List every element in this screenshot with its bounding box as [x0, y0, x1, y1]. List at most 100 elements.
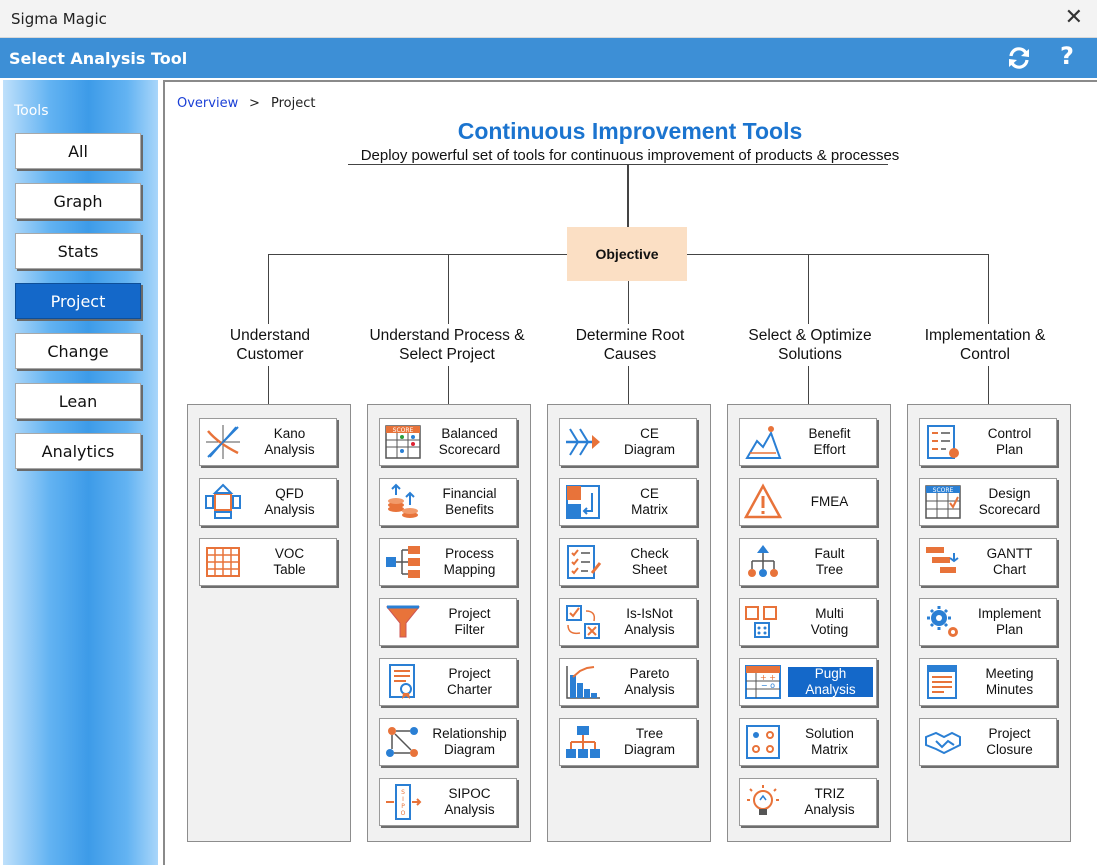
tool-label: Is-IsNot Analysis [624, 606, 675, 637]
tool-button-qfd-analysis[interactable]: QFD Analysis [199, 478, 337, 526]
sidebar-item-lean[interactable]: Lean [15, 383, 141, 419]
isisnot-icon [566, 605, 600, 639]
design-icon: SCORE [925, 485, 961, 519]
svg-text:O: O [401, 810, 406, 817]
tool-label: Multi Voting [810, 606, 849, 637]
fault-icon [748, 545, 778, 577]
pugh-icon: + +− o [745, 665, 781, 699]
tool-button-meeting-minutes[interactable]: Meeting Minutes [919, 658, 1057, 706]
page-subtitle: Deploy powerful set of tools for continu… [360, 147, 900, 164]
tool-button-kano-analysis[interactable]: Kano Analysis [199, 418, 337, 466]
tool-label: CE Diagram [623, 426, 675, 457]
sidebar-item-analytics[interactable]: Analytics [15, 433, 141, 469]
tool-button-implement-plan[interactable]: Implement Plan [919, 598, 1057, 646]
tool-button-project-charter[interactable]: Project Charter [379, 658, 517, 706]
gantt-icon [926, 547, 959, 573]
implement-icon [927, 606, 958, 637]
check-icon [567, 545, 602, 579]
tool-button-process-mapping[interactable]: Process Mapping [379, 538, 517, 586]
tool-label: GANTT Chart [986, 546, 1033, 577]
tool-button-pareto-analysis[interactable]: Pareto Analysis [559, 658, 697, 706]
dialog-header: Select Analysis Tool ? [0, 38, 1097, 78]
tool-button-project-filter[interactable]: Project Filter [379, 598, 517, 646]
charter-icon [389, 664, 415, 699]
voc-icon [206, 547, 240, 577]
closure-icon [925, 731, 961, 755]
tool-button-triz-analysis[interactable]: TRIZ Analysis [739, 778, 877, 826]
financial-icon [388, 483, 418, 518]
tools-label: Tools [14, 103, 49, 119]
solution-icon [746, 725, 780, 759]
tool-button-benefit-effort[interactable]: Benefit Effort [739, 418, 877, 466]
cematrix-icon [566, 485, 600, 519]
tool-button-voc-table[interactable]: VOC Table [199, 538, 337, 586]
connector-line [268, 254, 567, 255]
tool-label: Tree Diagram [623, 726, 675, 757]
tree-icon [566, 726, 600, 758]
svg-text:− o: − o [761, 681, 775, 690]
process-icon [386, 546, 420, 578]
tool-label: Meeting Minutes [985, 666, 1034, 697]
tool-button-project-closure[interactable]: Project Closure [919, 718, 1057, 766]
connector-line [628, 281, 629, 324]
tool-button-ce-diagram[interactable]: CE Diagram [559, 418, 697, 466]
window-titlebar: Sigma Magic ✕ [0, 0, 1097, 38]
category-heading: Understand Process & Select Project [369, 327, 525, 363]
help-icon[interactable]: ? [1060, 42, 1074, 70]
sidebar-item-all[interactable]: All [15, 133, 141, 169]
tool-button-design-scorecard[interactable]: SCORE Design Scorecard [919, 478, 1057, 526]
control-icon [927, 425, 959, 459]
sidebar-item-project[interactable]: Project [15, 283, 141, 319]
tool-label: Implement Plan [977, 606, 1042, 637]
tool-label: Pareto Analysis [624, 666, 675, 697]
tool-button-multi-voting[interactable]: Multi Voting [739, 598, 877, 646]
tool-label: Financial Benefits [442, 486, 497, 517]
tool-label: SIPOC Analysis [444, 786, 495, 817]
tool-label: Check Sheet [630, 546, 669, 577]
filter-icon [385, 605, 421, 638]
scorecard-icon: SCORE [385, 425, 421, 459]
tool-label: CE Matrix [631, 486, 668, 517]
sidebar-item-stats[interactable]: Stats [15, 233, 141, 269]
tool-button-check-sheet[interactable]: Check Sheet [559, 538, 697, 586]
pareto-icon [566, 666, 600, 699]
tool-button-is-isnot-analysis[interactable]: Is-IsNot Analysis [559, 598, 697, 646]
tool-label: Relationship Diagram [432, 726, 507, 757]
sidebar-item-change[interactable]: Change [15, 333, 141, 369]
tool-label: Project Filter [448, 606, 491, 637]
connector-line [627, 165, 629, 227]
tool-button-ce-matrix[interactable]: CE Matrix [559, 478, 697, 526]
tool-button-financial-benefits[interactable]: Financial Benefits [379, 478, 517, 526]
kano-icon [206, 425, 240, 459]
tool-button-fmea[interactable]: FMEA [739, 478, 877, 526]
tool-button-tree-diagram[interactable]: Tree Diagram [559, 718, 697, 766]
tool-label: Kano Analysis [264, 426, 315, 457]
sidebar-item-graph[interactable]: Graph [15, 183, 141, 219]
tool-label: FMEA [810, 494, 849, 509]
breadcrumb-overview-link[interactable]: Overview [177, 96, 239, 111]
tool-button-relationship-diagram[interactable]: Relationship Diagram [379, 718, 517, 766]
close-icon[interactable]: ✕ [1064, 5, 1083, 30]
connector-line [448, 254, 449, 324]
tool-button-gantt-chart[interactable]: GANTT Chart [919, 538, 1057, 586]
category-heading: Determine Root Causes [575, 327, 685, 363]
tool-label: Process Mapping [443, 546, 496, 577]
main-panel: Overview > Project Continuous Improvemen… [163, 80, 1097, 865]
tool-label: Design Scorecard [978, 486, 1041, 517]
tool-label: VOC Table [273, 546, 306, 577]
tool-label: Project Charter [446, 666, 492, 697]
tool-button-solution-matrix[interactable]: Solution Matrix [739, 718, 877, 766]
tool-button-fault-tree[interactable]: Fault Tree [739, 538, 877, 586]
refresh-icon[interactable] [1005, 44, 1033, 72]
svg-text:I: I [402, 796, 404, 803]
tool-button-control-plan[interactable]: Control Plan [919, 418, 1057, 466]
svg-text:S: S [401, 789, 405, 796]
connector-line [988, 254, 989, 324]
breadcrumb-current: Project [271, 96, 316, 111]
